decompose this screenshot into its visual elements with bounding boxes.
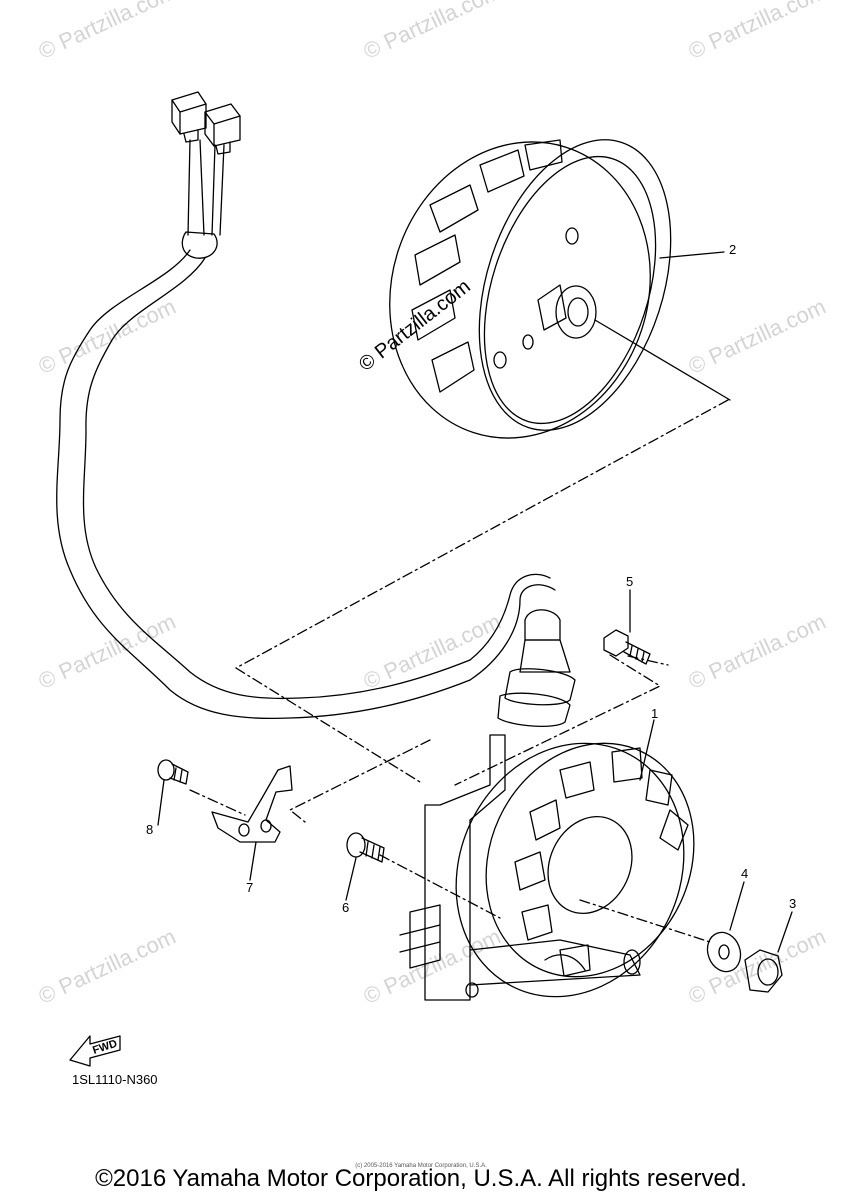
nut-part-3 <box>744 911 793 993</box>
callout-7: 7 <box>246 880 254 895</box>
assembly-reference-lines <box>189 399 729 943</box>
callout-1: 1 <box>651 706 659 721</box>
connector-plug-right <box>204 103 241 155</box>
screw-part-8 <box>157 759 189 826</box>
clamp-part-7 <box>211 765 293 881</box>
wire-harness <box>56 139 556 720</box>
bolt-part-5 <box>603 589 651 665</box>
screw-part-6 <box>345 832 385 901</box>
callout-8: 8 <box>146 822 154 837</box>
callout-3: 3 <box>789 896 797 911</box>
callout-4: 4 <box>741 866 749 881</box>
connector-plug-left <box>171 91 207 143</box>
callout-5: 5 <box>626 574 634 589</box>
leader-part-1 <box>639 719 655 781</box>
copyright-small: (c) 2005-2016 Yamaha Motor Corporation, … <box>355 1163 487 1169</box>
fwd-arrow-icon <box>69 1035 121 1067</box>
copyright-notice: ©2016 Yamaha Motor Corporation, U.S.A. A… <box>95 1165 747 1192</box>
callout-6: 6 <box>342 900 350 915</box>
diagram-code: 1SL1110-N360 <box>72 1072 158 1087</box>
washer-part-4 <box>706 881 745 973</box>
flywheel-rotor <box>389 139 731 439</box>
stator-assembly <box>399 609 695 1001</box>
callout-2: 2 <box>729 242 737 257</box>
